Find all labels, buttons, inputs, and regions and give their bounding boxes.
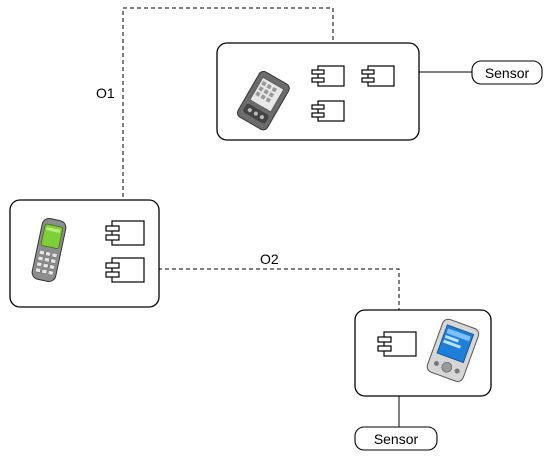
connector-o1-label: O1 xyxy=(96,85,115,101)
sensor-bottom[interactable]: Sensor xyxy=(354,426,438,451)
sensor-bottom-label: Sensor xyxy=(374,431,419,447)
component-icon xyxy=(105,220,145,246)
mobile-phone-icon xyxy=(31,217,67,283)
connector-o2-label: O2 xyxy=(260,251,279,267)
node-bottom[interactable] xyxy=(354,309,492,397)
pda-icon xyxy=(236,70,290,131)
component-icon xyxy=(311,100,345,122)
node-top-box xyxy=(216,42,420,141)
component-icon xyxy=(361,65,395,87)
component-icon xyxy=(105,257,145,283)
component-icon xyxy=(377,331,417,357)
node-left-box xyxy=(9,199,160,308)
connector-o1 xyxy=(122,7,334,218)
sensor-top-box xyxy=(471,60,543,85)
component-icon xyxy=(311,65,345,87)
sensor-bottom-box xyxy=(354,426,438,451)
sensor-top[interactable]: Sensor xyxy=(471,60,543,85)
sensor-top-label: Sensor xyxy=(485,65,530,81)
node-left[interactable] xyxy=(9,199,160,308)
node-top[interactable] xyxy=(216,42,420,141)
pocket-pc-icon xyxy=(426,318,480,382)
